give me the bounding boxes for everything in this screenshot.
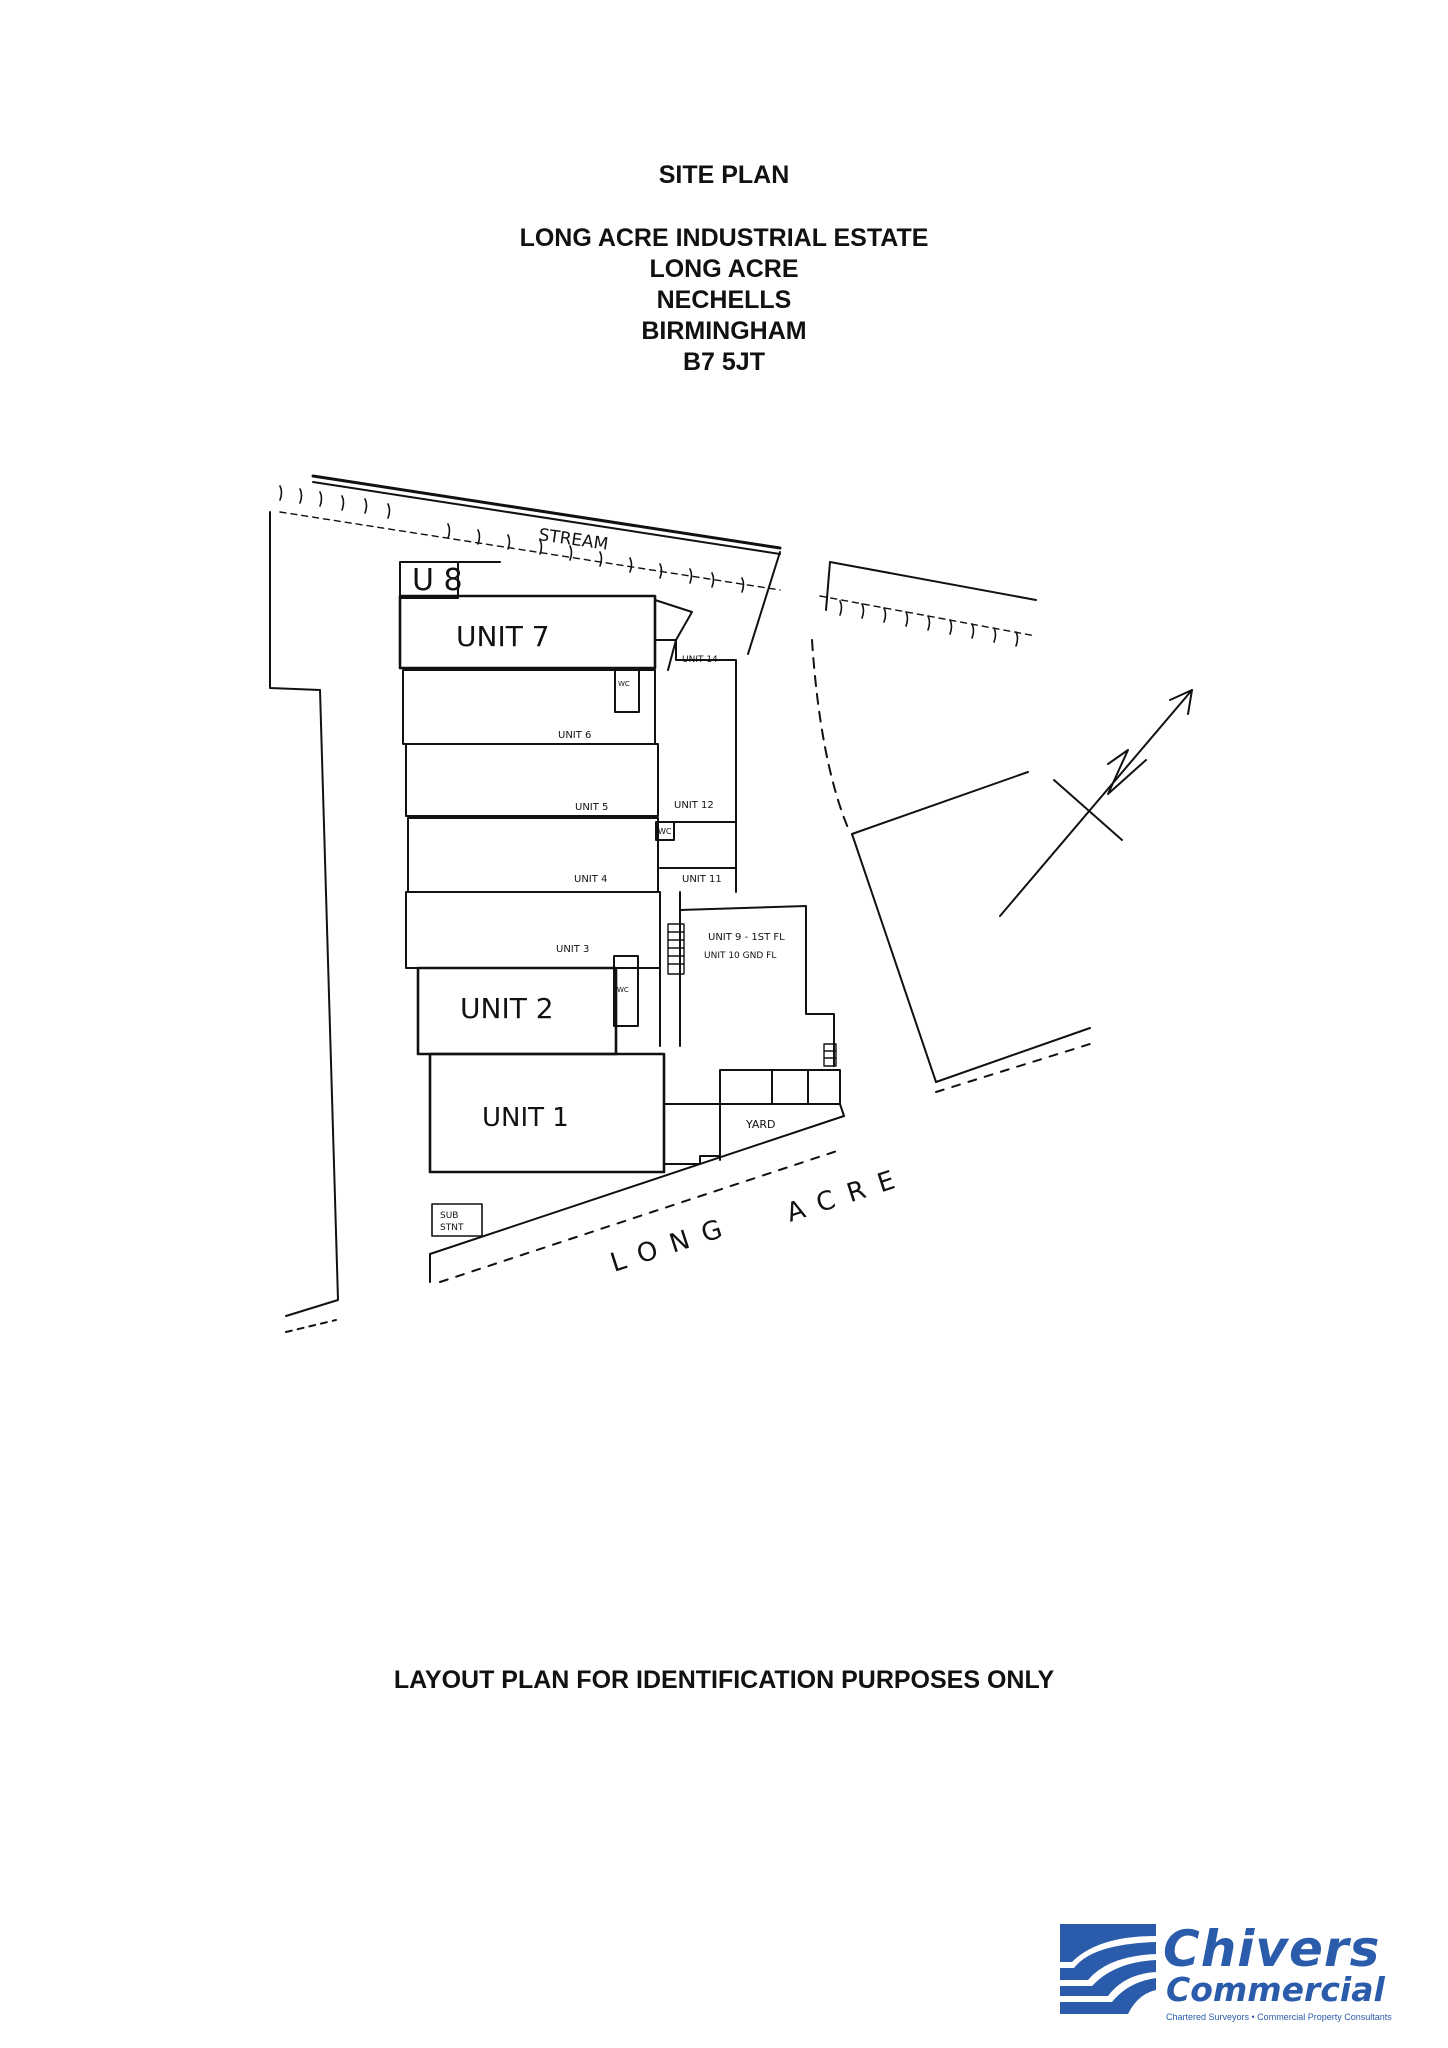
- unit-4-label: UNIT 4: [574, 874, 607, 885]
- boundary-east-line: [851, 833, 937, 1083]
- unit-9-label: UNIT 9 - 1ST FL: [708, 932, 785, 943]
- unit-5-outline: [405, 743, 659, 817]
- boundary-dashed-curve: [811, 639, 849, 829]
- address-line-postcode: B7 5JT: [683, 348, 765, 376]
- logo-swoosh-icon: [1060, 1924, 1156, 2014]
- substation-box: [431, 1203, 483, 1237]
- north-arrow-head: [1169, 689, 1193, 715]
- logo-name-commercial: Commercial: [1166, 1970, 1385, 2009]
- stream-dashed-edge: [279, 511, 781, 591]
- stream-dashed-edge-right: [819, 595, 1037, 637]
- stream-bank-line-inner: [312, 481, 781, 555]
- wc-label-upper: WC: [618, 680, 630, 688]
- stores-row: [719, 1069, 841, 1105]
- north-arrow-n: [1107, 749, 1147, 795]
- road-label-acre: ACRE: [783, 1161, 912, 1228]
- unit-12-label: UNIT 12: [674, 800, 714, 811]
- staircase-east: [823, 1043, 837, 1067]
- stream-bank-line: [311, 474, 782, 550]
- unit-8-outline: [399, 561, 459, 599]
- road-label-long: LONG: [607, 1210, 740, 1279]
- unit-2-label: UNIT 2: [460, 992, 554, 1025]
- address-block: LONG ACRE INDUSTRIAL ESTATE LONG ACRE NE…: [0, 223, 1448, 378]
- address-line-district: NECHELLS: [656, 286, 792, 314]
- substation-label-2: STNT: [440, 1223, 464, 1233]
- long-acre-kerb: [439, 1149, 841, 1283]
- unit-6-label: UNIT 6: [558, 730, 591, 741]
- page-title: SITE PLAN: [658, 161, 790, 189]
- unit-9-10-outline: [679, 905, 835, 1067]
- east-wing-outline: [654, 639, 737, 893]
- unit-11-label: UNIT 11: [682, 874, 722, 885]
- stream-hatching: [279, 485, 1019, 647]
- unit-10-label: UNIT 10 GND FL: [704, 951, 776, 961]
- identification-disclaimer: LAYOUT PLAN FOR IDENTIFICATION PURPOSES …: [393, 1666, 1055, 1694]
- boundary-east-post: [825, 561, 831, 611]
- unit-4-outline: [407, 817, 659, 893]
- logo-name-chivers: Chivers: [1163, 1920, 1381, 1978]
- stream-bank-right: [829, 561, 1037, 601]
- site-boundary-west: [269, 511, 339, 1317]
- yard-label: YARD: [745, 1118, 776, 1131]
- unit-3-label: UNIT 3: [556, 944, 589, 955]
- unit-8-label: U 8: [412, 563, 463, 598]
- substation-label-1: SUB: [440, 1211, 458, 1221]
- site-boundary-north-east: [747, 551, 781, 655]
- unit-1-outline: [428, 1052, 666, 1174]
- chivers-commercial-logo: Chivers Commercial Chartered Surveyors •…: [1058, 1920, 1418, 2030]
- north-arrow-shaft: [999, 689, 1193, 917]
- unit-5-label: UNIT 5: [575, 802, 608, 813]
- unit-2-annex: [615, 967, 661, 1047]
- unit-7-annex: [654, 599, 693, 671]
- stream-label: STREAM: [537, 525, 609, 555]
- yard-gate: [663, 1155, 721, 1165]
- staircase: [667, 923, 685, 975]
- unit-7-outline: [398, 594, 657, 670]
- wc-cubicle-mid: [655, 821, 675, 841]
- wc-cubicle-lower: [613, 955, 639, 1027]
- unit-1-label: UNIT 1: [482, 1103, 569, 1133]
- long-acre-kerb-east: [935, 1043, 1091, 1093]
- wc-label-lower: WC: [617, 986, 629, 994]
- address-line-estate: LONG ACRE INDUSTRIAL ESTATE: [519, 224, 929, 252]
- boundary-south-east: [935, 1027, 1091, 1083]
- address-line-city: BIRMINGHAM: [641, 317, 807, 345]
- address-line-street: LONG ACRE: [649, 255, 799, 283]
- boundary-dashed-southwest: [285, 1319, 337, 1333]
- wc-cubicle-upper: [614, 667, 640, 713]
- unit-7-label: UNIT 7: [456, 620, 550, 653]
- yard-outline: [663, 1103, 845, 1161]
- unit-14-label: UNIT 14: [682, 655, 718, 665]
- boundary-spur: [851, 771, 1029, 835]
- north-arrow-crossbar: [1053, 779, 1123, 841]
- logo-tagline: Chartered Surveyors • Commercial Propert…: [1166, 2012, 1392, 2022]
- frontage-line: [429, 1115, 845, 1255]
- wc-label-mid: WC: [658, 827, 672, 836]
